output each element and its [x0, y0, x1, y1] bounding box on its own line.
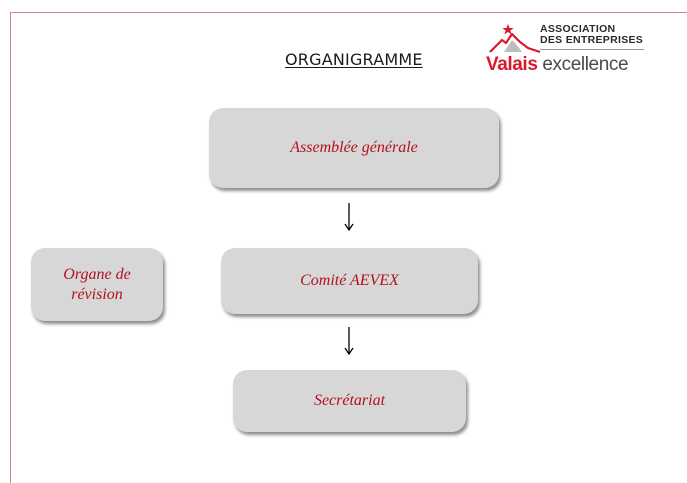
node-organe-label-line1: Organe de	[63, 265, 131, 283]
node-comite-aevex: Comité AEVEX	[221, 248, 478, 314]
logo-brand-excellence: excellence	[542, 54, 629, 75]
page-frame-left-line	[10, 12, 11, 483]
page-title: ORGANIGRAMME	[285, 50, 423, 69]
logo-brand-text: Valais excellence	[486, 54, 629, 76]
logo-line-1: ASSOCIATION	[540, 23, 616, 35]
valais-excellence-logo: ASSOCIATION DES ENTREPRISES Valais excel…	[482, 16, 647, 80]
node-assemblee-label: Assemblée générale	[290, 139, 418, 156]
node-comite-label: Comité AEVEX	[300, 272, 399, 289]
logo-line-2: DES ENTREPRISES	[540, 34, 644, 46]
node-secretariat-label: Secrétariat	[313, 392, 386, 409]
arrow-comite-to-secretariat	[344, 327, 354, 356]
mountain-star-icon	[489, 24, 541, 54]
node-organe-label-line2: révision	[71, 285, 123, 303]
logo-brand-valais: Valais	[486, 54, 538, 75]
node-assemblee-generale: Assemblée générale	[209, 108, 499, 188]
arrow-assemblee-to-comite	[344, 203, 354, 232]
logo-association-text: ASSOCIATION DES ENTREPRISES	[540, 24, 643, 46]
node-organe-de-revision: Organe de révision	[31, 248, 163, 321]
node-secretariat: Secrétariat	[233, 370, 466, 432]
page-frame-top-line	[10, 12, 687, 13]
logo-divider	[540, 49, 644, 50]
